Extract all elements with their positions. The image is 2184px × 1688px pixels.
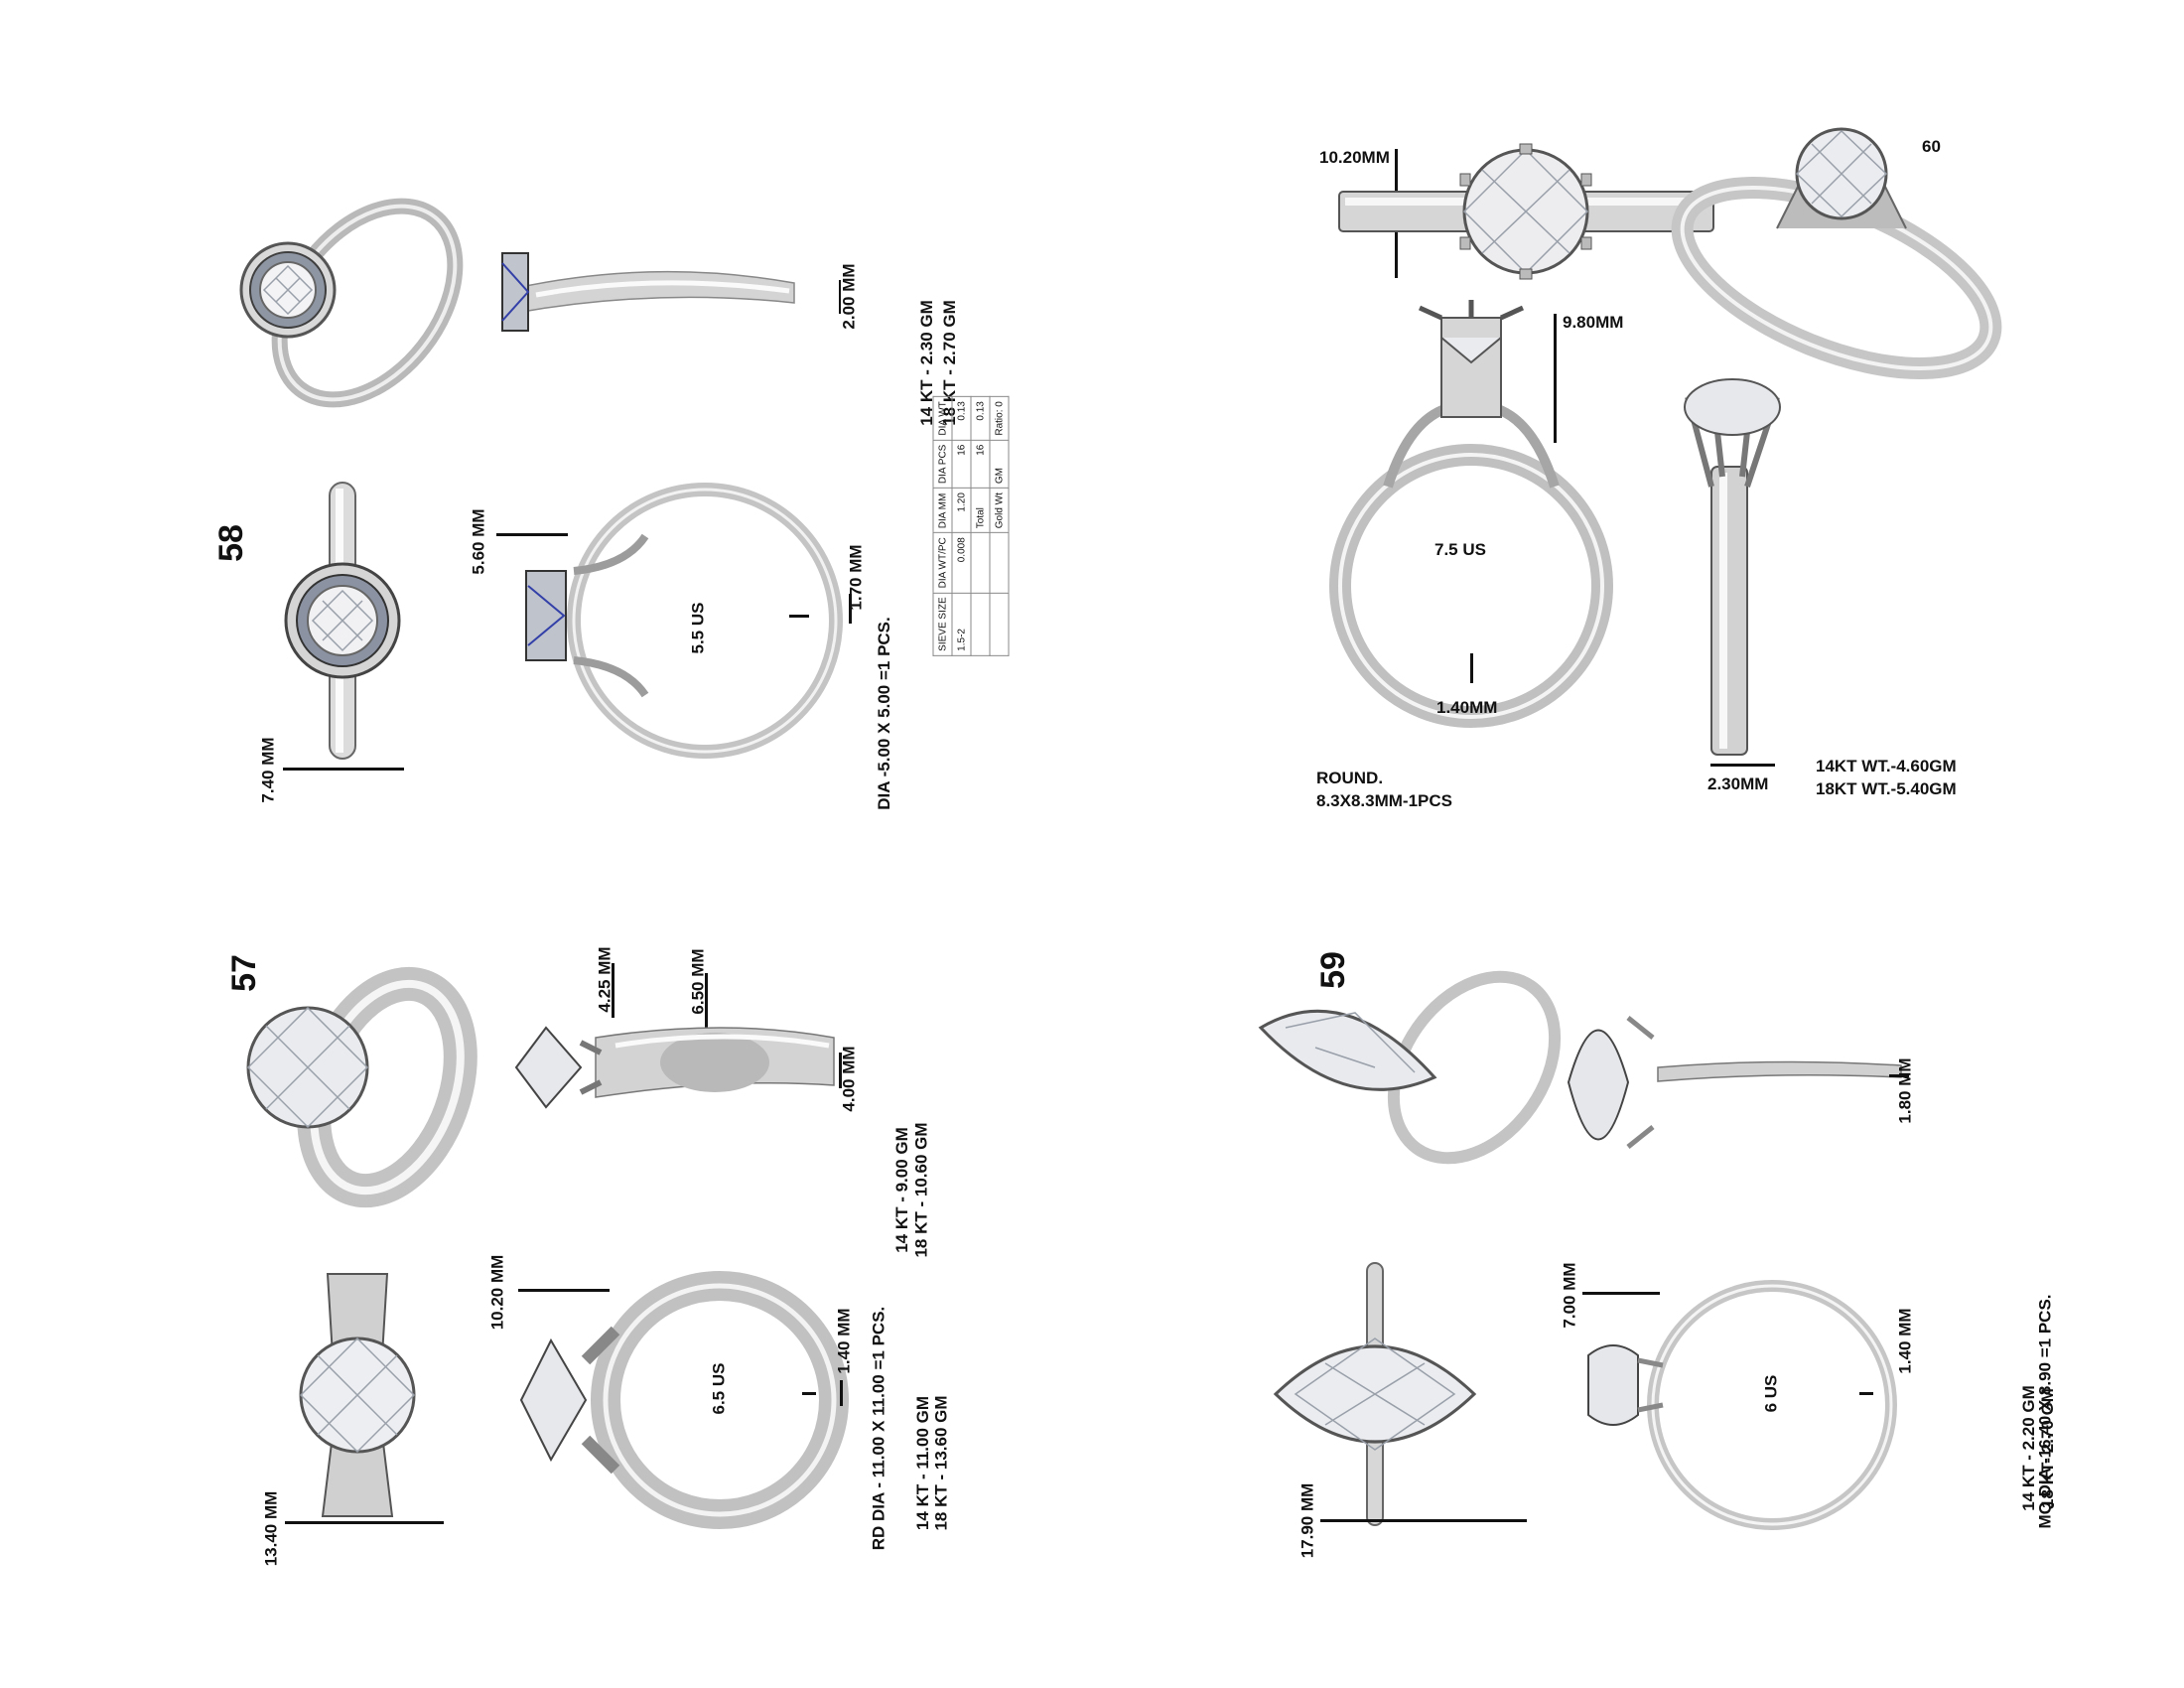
ring-58-shank-marker — [789, 615, 809, 618]
ring-59-head-marker — [1582, 1292, 1660, 1295]
ring-60-perspective-view — [1671, 127, 2002, 379]
table-header-sieve: SIEVE SIZE — [933, 592, 952, 656]
ring-59-shank-top-tick — [1889, 1074, 1909, 1077]
ring-60-weight-18kt: 18KT WT.-5.40GM — [1816, 779, 1957, 798]
ring-59-width-marker — [1320, 1519, 1527, 1522]
ring-57-shank-bottom-label: 1.40 MM — [834, 1308, 854, 1374]
ring-58-top-side-marker — [839, 280, 841, 314]
ring-57-shank-top-label: 4.00 MM — [839, 1046, 859, 1112]
table-gold-label: Gold Wt — [990, 488, 1009, 533]
ring-58-width-label: 7.40 MM — [258, 737, 278, 803]
ring-60-front-view — [1329, 300, 1613, 728]
ring-58-shank-bottom-label: 1.70 MM — [846, 544, 866, 611]
ring-58-top-side-label: 2.00 MM — [839, 263, 859, 330]
ring-59-panel: 59 1.80 MM 17.90 MM 7.00 MM 6 US 1.40 MM… — [1092, 844, 2184, 1688]
ring-57-perspective-view — [246, 966, 478, 1208]
table-total-pcs: 16 — [971, 440, 990, 489]
ring-58-perspective-view — [239, 198, 464, 408]
table-header-wt-pc: DIA WT/PC — [933, 532, 952, 593]
table-gold-unit: GM — [990, 440, 1009, 489]
ring-59-width-label: 17.90 MM — [1297, 1482, 1317, 1559]
ring-60-head-height-label: 9.80MM — [1563, 313, 1624, 332]
ring-58-size-label: 5.5 US — [688, 602, 708, 654]
ring-59-note-14kt: 14 KT - 2.20 GM — [2018, 1385, 2038, 1511]
ring-60-head-height-marker — [1554, 314, 1557, 443]
ring-58-dia-label: DIA -5.00 X 5.00 =1 PCS. — [874, 617, 893, 810]
ring-57-top-view — [299, 1273, 416, 1517]
ring-60-panel: 10.20MM 60 9.80MM 7.5 US 1.40MM ROUND. 8… — [1092, 0, 2184, 844]
table-ratio-label: Ratio — [994, 412, 1005, 436]
table-cell: 16 — [952, 440, 971, 489]
ring-57-side-view — [514, 1026, 835, 1109]
ring-58-side-view — [501, 252, 795, 332]
table-header-wt: DIA WT — [933, 396, 952, 441]
table-cell: 1.20 — [952, 488, 971, 533]
ring-57-note-18kt: 18 KT - 13.60 GM — [931, 1395, 951, 1531]
ring-59-top-view — [1273, 1262, 1477, 1526]
ring-59-front-view — [1587, 1280, 1897, 1530]
ring-57-dim-a-marker — [612, 963, 614, 1018]
ring-57-size-label: 6.5 US — [709, 1362, 729, 1415]
ring-60-size-label: 7.5 US — [1434, 540, 1486, 559]
table-cell — [990, 592, 1009, 656]
table-ratio-value: 0 — [994, 401, 1005, 407]
ring-57-head-marker — [518, 1289, 610, 1292]
ring-60-top-view — [1338, 143, 1714, 280]
table-header-pcs: DIA PCS — [933, 440, 952, 489]
ring-58-panel: 2.00 MM 14 KT - 2.30 GM 18 KT - 2.70 GM … — [0, 0, 1009, 844]
table-cell: 1.5-2 — [952, 592, 971, 656]
ring-57-width-marker — [285, 1521, 444, 1524]
ring-60-shank-bottom-label: 1.40MM — [1436, 698, 1498, 717]
ring-59-note-18kt: 18 KT- 2.70 GM — [2037, 1388, 2057, 1508]
ring-59-size-label: 6 US — [1761, 1374, 1781, 1413]
ring-57-panel: 57 4.25 MM 6.50 MM 4.00 MM 14 KT - 9.00 … — [0, 844, 993, 1688]
ring-60-side-width-marker — [1710, 764, 1775, 767]
ring-60-stone-dim: 8.3X8.3MM-1PCS — [1316, 791, 1452, 810]
ring-59-shank-bottom-label: 1.40 MM — [1895, 1308, 1915, 1374]
ring-58-head-height-label: 5.60 MM — [469, 508, 488, 575]
ring-58-number: 58 — [211, 524, 250, 562]
ring-60-side-view — [1684, 378, 1781, 756]
ring-60-weight-14kt: 14KT WT.-4.60GM — [1816, 757, 1957, 775]
ring-57-dim-a-label: 4.25 MM — [595, 946, 614, 1013]
ring-60-stone-shape: ROUND. — [1316, 769, 1384, 787]
ring-57-width-label: 13.40 MM — [261, 1490, 281, 1567]
ring-60-top-width-label: 10.20MM — [1319, 148, 1390, 167]
ring-57-weight-18kt: 18 KT - 10.60 GM — [911, 1122, 931, 1258]
ring-57-dia-label: RD DIA - 11.00 X 11.00 =1 PCS. — [869, 1306, 888, 1551]
ring-57-shank-marker — [802, 1392, 816, 1395]
table-ratio: Ratio: 0 — [990, 396, 1009, 441]
ring-57-shank-tick — [840, 1380, 843, 1406]
table-cell — [990, 532, 1009, 593]
ring-57-dim-b-marker — [705, 973, 708, 1028]
ring-58-width-marker — [283, 768, 404, 771]
ring-60-side-width-label: 2.30MM — [1707, 774, 1769, 793]
table-total-label: Total — [971, 488, 990, 533]
ring-57-front-view — [519, 1271, 849, 1529]
ring-58-shank-tick — [849, 594, 852, 624]
ring-57-dim-b-label: 6.50 MM — [688, 948, 708, 1015]
table-cell: 0.008 — [952, 532, 971, 593]
ring-57-shank-top-tick — [839, 1053, 842, 1088]
ring-58-front-view — [525, 483, 843, 759]
ring-60-number: 60 — [1922, 137, 1941, 156]
ring-59-shank-marker — [1859, 1392, 1873, 1395]
ring-57-note-14kt: 14 KT - 11.00 GM — [913, 1395, 933, 1531]
ring-57-head-height-label: 10.20 MM — [487, 1254, 507, 1331]
ring-59-side-view — [1567, 1016, 1902, 1149]
ring-58-top-view — [284, 482, 401, 760]
table-header-mm: DIA MM — [933, 488, 952, 533]
table-cell: 0.13 — [952, 396, 971, 441]
table-total-wt: 0.13 — [971, 396, 990, 441]
ring-59-shank-top-label: 1.80 MM — [1895, 1057, 1915, 1124]
ring-59-perspective-view — [1258, 970, 1562, 1165]
ring-60-shank-marker — [1470, 653, 1473, 683]
ring-58-head-marker — [496, 533, 568, 536]
table-cell — [971, 592, 990, 656]
ring-57-weight-14kt: 14 KT - 9.00 GM — [891, 1127, 911, 1253]
table-cell — [971, 532, 990, 593]
